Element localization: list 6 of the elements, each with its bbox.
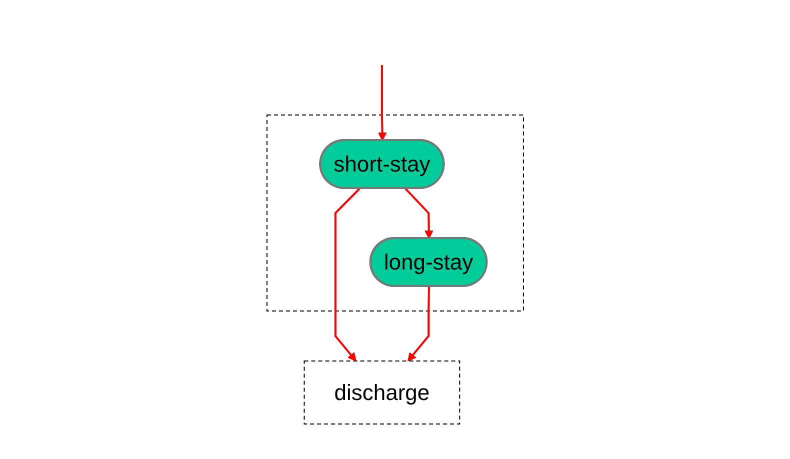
arrow [407,286,430,362]
cluster [266,114,524,312]
arrow [334,188,360,362]
arrow [404,188,434,239]
node-box: discharge [304,360,460,424]
arrow [378,65,386,141]
